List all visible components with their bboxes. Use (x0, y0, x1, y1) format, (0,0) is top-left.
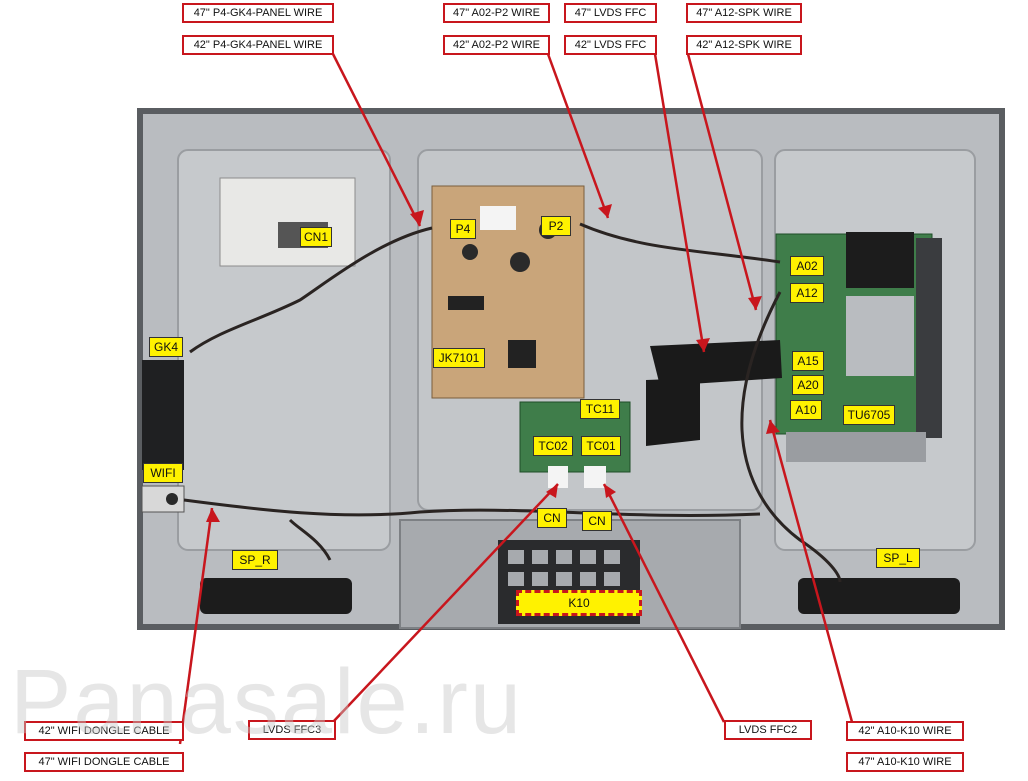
label-cn1: CN1 (300, 227, 332, 247)
label-cn-right: CN (582, 511, 612, 531)
tuner-bracket (916, 238, 942, 438)
label-p2: P2 (541, 216, 571, 236)
label-a20: A20 (792, 375, 824, 395)
callout-47-a12-spk-wire: 47" A12-SPK WIRE (686, 3, 802, 23)
callout-47-a02-p2-wire: 47" A02-P2 WIRE (443, 3, 550, 23)
label-sp-r: SP_R (232, 550, 278, 570)
speaker-right (200, 578, 352, 614)
callout-42-lvds-ffc: 42" LVDS FFC (564, 35, 657, 55)
label-a15: A15 (792, 351, 824, 371)
label-sp-l: SP_L (876, 548, 920, 568)
label-cn-left: CN (537, 508, 567, 528)
gk4-board (142, 360, 184, 470)
label-k10: K10 (516, 590, 642, 616)
label-wifi: WIFI (143, 463, 183, 483)
label-tc02: TC02 (533, 436, 573, 456)
callout-47-p4-gk4-panel-wire: 47" P4-GK4-PANEL WIRE (182, 3, 334, 23)
callout-42-a10-k10-wire: 42" A10-K10 WIRE (846, 721, 964, 741)
wiring-harness (183, 222, 842, 583)
label-jk7101: JK7101 (433, 348, 485, 368)
label-a02: A02 (790, 256, 824, 276)
speaker-left (798, 578, 960, 614)
callout-47-wifi-dongle-cable: 47" WIFI DONGLE CABLE (24, 752, 184, 772)
callout-42-a02-p2-wire: 42" A02-P2 WIRE (443, 35, 550, 55)
label-a10: A10 (790, 400, 822, 420)
watermark: Panasale.ru (10, 651, 523, 753)
callout-42-wifi-dongle-cable: 42" WIFI DONGLE CABLE (24, 721, 184, 741)
label-p4: P4 (450, 219, 476, 239)
label-tu6705: TU6705 (843, 405, 895, 425)
leader-a10-k10 (768, 419, 854, 723)
leader-lvds-ffc-top (653, 53, 706, 353)
label-tc11: TC11 (580, 399, 620, 419)
label-tc01: TC01 (581, 436, 621, 456)
leader-wifi-cable (178, 507, 214, 745)
callout-lvds-ffc2: LVDS FFC2 (724, 720, 812, 740)
leader-p4-gk4 (331, 53, 422, 227)
callout-lvds-ffc3: LVDS FFC3 (248, 720, 336, 740)
callout-47-a10-k10-wire: 47" A10-K10 WIRE (846, 752, 964, 772)
leader-lvds-ffc2 (602, 483, 726, 723)
label-gk4: GK4 (149, 337, 183, 357)
callout-42-a12-spk-wire: 42" A12-SPK WIRE (686, 35, 802, 55)
callout-42-p4-gk4-panel-wire: 42" P4-GK4-PANEL WIRE (182, 35, 334, 55)
leader-a02-p2 (546, 53, 610, 219)
label-a12: A12 (790, 283, 824, 303)
leader-a12-spk (686, 53, 758, 311)
leader-lvds-ffc3 (332, 483, 559, 723)
callout-47-lvds-ffc: 47" LVDS FFC (564, 3, 657, 23)
